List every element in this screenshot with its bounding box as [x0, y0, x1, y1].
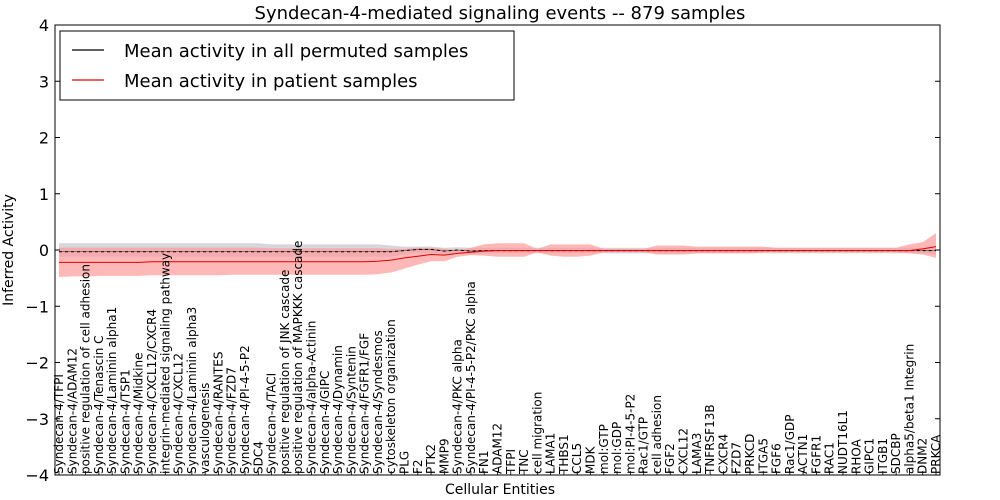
x-tick-label: Syndecan-4/Tenascin C — [92, 335, 106, 474]
y-tick-label: 3 — [39, 72, 49, 91]
x-tick-label: ITGB1 — [876, 438, 890, 474]
x-tick-label: mol:GTP — [597, 424, 611, 474]
x-tick-label: SDC4 — [251, 441, 265, 474]
x-tick-label: Syndecan-4/TFPI — [52, 374, 66, 474]
y-tick-label: −2 — [25, 354, 49, 373]
x-tick-label: TNC — [517, 449, 531, 475]
x-tick-label: TNFRSF13B — [703, 404, 717, 475]
x-tick-label: Syndecan-4/FZD7 — [225, 367, 239, 474]
x-tick-label: Syndecan-4/PI-4-5-P2/PKC alpha — [464, 281, 478, 474]
x-tick-label: Syndecan-4/RANTES — [212, 352, 226, 474]
legend-patient-label: Mean activity in patient samples — [124, 71, 418, 92]
y-tick-label: 4 — [39, 16, 49, 35]
legend: Mean activity in all permuted samples Me… — [59, 30, 515, 101]
x-tick-label: PTK2 — [424, 444, 438, 474]
y-axis-label: Inferred Activity — [1, 194, 17, 306]
x-tick-label: Syndecan-4/Syntenin — [344, 346, 358, 474]
x-tick-label: ITGA5 — [756, 438, 770, 474]
x-tick-label: FN1 — [477, 450, 491, 474]
x-tick-label: TFPI — [504, 449, 518, 475]
x-tick-label: Syndecan-4/TSP1 — [118, 369, 132, 474]
x-tick-label: FGFR1 — [809, 435, 823, 474]
x-tick-label: PLG — [398, 451, 412, 474]
x-tick-label: alpha5/beta1 Integrin — [902, 344, 916, 474]
y-tick-label: −3 — [25, 410, 49, 429]
y-tick-label: −1 — [25, 297, 49, 316]
y-tick-label: 1 — [39, 185, 49, 204]
patient-band-layer — [59, 233, 936, 277]
x-tick-label: cell adhesion — [650, 395, 664, 474]
x-tick-label: Syndecan-4/ADAM12 — [65, 348, 79, 474]
x-tick-label: ADAM12 — [491, 423, 505, 474]
x-tick-label: Syndecan-4/CXCL12 — [172, 353, 186, 474]
lines-layer — [59, 246, 937, 263]
x-tick-label: Syndecan-4/Dynamin — [331, 345, 345, 474]
x-tick-label: Syndecan-4/Midkine — [132, 353, 146, 474]
legend-box — [59, 30, 515, 101]
x-tick-label: Syndecan-4/Syndesmos — [371, 330, 385, 474]
y-axis: −4 −3 −2 −1 0 1 2 3 4 — [25, 16, 940, 485]
x-tick-label: vasculogenesis — [198, 383, 212, 474]
x-tick-label: FZD7 — [730, 442, 744, 474]
x-tick-label: RAC1 — [823, 442, 837, 474]
legend-permuted-label: Mean activity in all permuted samples — [124, 41, 468, 62]
x-tick-label: Syndecan-4/GIPC — [318, 371, 332, 474]
x-tick-label: positive regulation of MAPKKK cascade — [291, 241, 305, 474]
x-tick-label: cell migration — [530, 392, 544, 474]
x-tick-label: MDK — [584, 445, 598, 474]
chart-title: Syndecan-4-mediated signaling events -- … — [255, 3, 746, 24]
x-tick-label: Syndecan-4/CXCL12/CXCR4 — [145, 309, 159, 474]
y-tick-label: 0 — [39, 241, 49, 260]
x-tick-label: mol:GDP — [610, 422, 624, 474]
x-tick-label: NUDT16L1 — [836, 410, 850, 474]
x-tick-label: PRKCA — [929, 434, 943, 474]
y-tick-label: −4 — [25, 466, 49, 485]
x-tick-label: CXCL12 — [677, 428, 691, 474]
x-tick-label: Syndecan-4/PI-4-5-P2 — [238, 345, 252, 474]
y-tick-label: 2 — [39, 129, 49, 148]
x-tick-label: ACTN1 — [796, 434, 810, 474]
x-tick-label: F2 — [411, 459, 425, 474]
x-tick-label: Syndecan-4/TACI — [265, 373, 279, 474]
x-tick-label: Syndecan-4/FGFR1/FGF — [358, 333, 372, 474]
x-axis-label: Cellular Entities — [445, 482, 555, 498]
x-tick-label: DNM2 — [916, 438, 930, 474]
x-tick-label: Syndecan-4/PKC alpha — [451, 339, 465, 474]
x-tick-label: Syndecan-4/alpha-Actinin — [305, 321, 319, 474]
x-tick-label: MMP9 — [437, 438, 451, 474]
x-tick-label: SDCBP — [889, 433, 903, 474]
x-tick-label: positive regulation of cell adhesion — [79, 264, 93, 474]
x-tick-label: Syndecan-4/Laminin alpha3 — [185, 307, 199, 474]
x-tick-label: THBS1 — [557, 434, 571, 475]
x-tick-label: mol:PI-4-5-P2 — [623, 394, 637, 474]
x-tick-label: RHOA — [849, 438, 863, 474]
x-tick-label: positive regulation of JNK cascade — [278, 270, 292, 474]
x-tick-label: GIPC1 — [863, 438, 877, 474]
x-tick-label: PRKCD — [743, 434, 757, 474]
series-line-patient — [59, 246, 937, 263]
x-tick-label: FGF6 — [770, 443, 784, 474]
patient-confidence-band — [59, 233, 936, 277]
x-tick-label: cytoskeleton organization — [384, 319, 398, 474]
x-tick-label: FGF2 — [663, 443, 677, 474]
x-tick-label: LAMA1 — [544, 433, 558, 474]
x-tick-label: Rac1/GDP — [783, 415, 797, 474]
x-tick-label: CCL5 — [570, 443, 584, 474]
x-tick-label: CXCR4 — [716, 434, 730, 474]
x-tick-label: integrin-mediated signaling pathway — [158, 253, 172, 474]
x-tick-label: Syndecan-4/Laminin alpha1 — [105, 307, 119, 474]
x-tick-label: Rac1/GTP — [637, 417, 651, 474]
x-tick-label: LAMA3 — [690, 433, 704, 474]
